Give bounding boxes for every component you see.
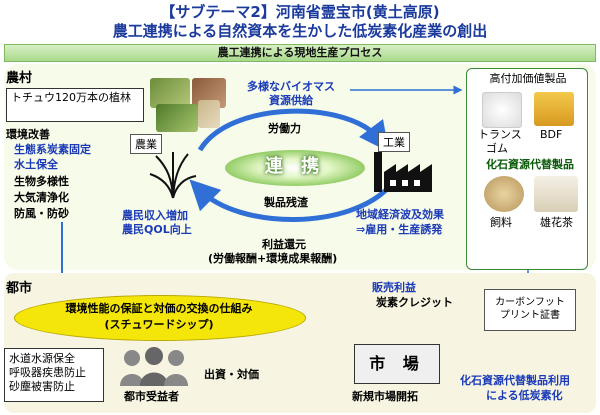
product-feed: 飼料 (490, 216, 512, 229)
carbon-line2: プリント証書 (500, 310, 560, 321)
env-item: 生物多様性 (14, 175, 69, 188)
new-market-label: 新規市場開拓 (352, 390, 418, 403)
rural-label: 農村 (6, 71, 33, 86)
leaves-photo (156, 104, 198, 132)
sales-line2: 炭素クレジット (376, 296, 453, 309)
factory-icon (374, 152, 432, 192)
mechanism-line2: (スチュワードシップ) (104, 318, 214, 331)
page-title: 【サブテーマ2】河南省霊宝市(黄土高原) (160, 3, 440, 21)
sales-line1: 販売利益 (372, 281, 416, 294)
env-item: 防風・防砂 (14, 207, 69, 220)
collaboration-label: 連 携 (264, 156, 326, 177)
env-item: 水土保全 (14, 158, 58, 171)
labor-label: 労働力 (268, 122, 301, 135)
market-box: 市 場 (354, 344, 440, 384)
profit-return-line2: (労働報酬+環境成果報酬) (208, 252, 338, 265)
city-label: 都市 (6, 281, 33, 296)
biomass-line1: 多様なバイオマス (247, 80, 335, 93)
income-line2: 農民QOL向上 (122, 223, 192, 236)
rubber-photo (482, 92, 522, 128)
bdf-photo (534, 92, 574, 126)
tochu-planting-box: トチュウ120万本の植林 (6, 88, 144, 122)
products-title: 高付加価値製品 (489, 72, 567, 85)
industry-label: 工業 (378, 132, 410, 152)
product-rubber-line2: ゴム (486, 142, 508, 155)
low-carbon-line2: による低炭素化 (486, 389, 563, 402)
arc-bottom-arrow (189, 179, 392, 222)
people-group-icon (120, 347, 188, 386)
investment-label: 出資・対価 (204, 368, 259, 381)
page-subtitle: 農工連携による自然資本を生かした低炭素化産業の創出 (112, 22, 488, 40)
ripple-line2: ⇒雇用・生産誘発 (356, 223, 443, 236)
income-line1: 農民収入増加 (122, 209, 188, 222)
feed-photo (484, 176, 524, 212)
product-bdf: BDF (540, 128, 563, 141)
profit-return-line1: 利益還元 (262, 238, 306, 251)
residue-label: 製品残渣 (264, 196, 308, 209)
benefit-item: 水道水源保全 (9, 352, 75, 365)
tea-photo (534, 176, 578, 212)
low-carbon-line1: 化石資源代替製品利用 (460, 374, 570, 387)
benefit-item: 呼吸器疾患防止 (9, 366, 86, 379)
seed-pods-photo (150, 78, 190, 108)
urban-benefits-box: 水道水源保全 呼吸器疾患防止 砂塵被害防止 (4, 348, 104, 402)
arc-top-arrow (197, 108, 390, 152)
process-bar: 農工連携による現地生産プロセス (4, 44, 596, 62)
carbon-footprint-certificate: カーボンフット プリント証書 (484, 289, 576, 331)
mechanism-line1: 環境性能の保証と対価の交換の仕組み (65, 302, 253, 315)
beneficiary-label: 都市受益者 (124, 390, 179, 403)
env-item: 生態系炭素固定 (14, 143, 91, 156)
benefit-item: 砂塵被害防止 (9, 380, 75, 393)
agriculture-label: 農業 (130, 134, 162, 154)
product-rubber-line1: トランス (478, 128, 522, 141)
biomass-line2: 資源供給 (269, 94, 313, 107)
collaboration-glow (225, 150, 365, 186)
fossil-alternative-label: 化石資源代替製品 (486, 158, 574, 171)
carbon-line1: カーボンフット (495, 297, 565, 308)
env-improvement-title: 環境改善 (6, 128, 50, 141)
env-item: 大気清浄化 (14, 191, 69, 204)
ripple-line1: 地域経済波及効果 (356, 208, 444, 221)
stewardship-oval (14, 295, 306, 341)
grass-plant-icon (149, 152, 197, 199)
seeds-photo (198, 100, 220, 128)
product-tea: 雄花茶 (540, 216, 573, 229)
